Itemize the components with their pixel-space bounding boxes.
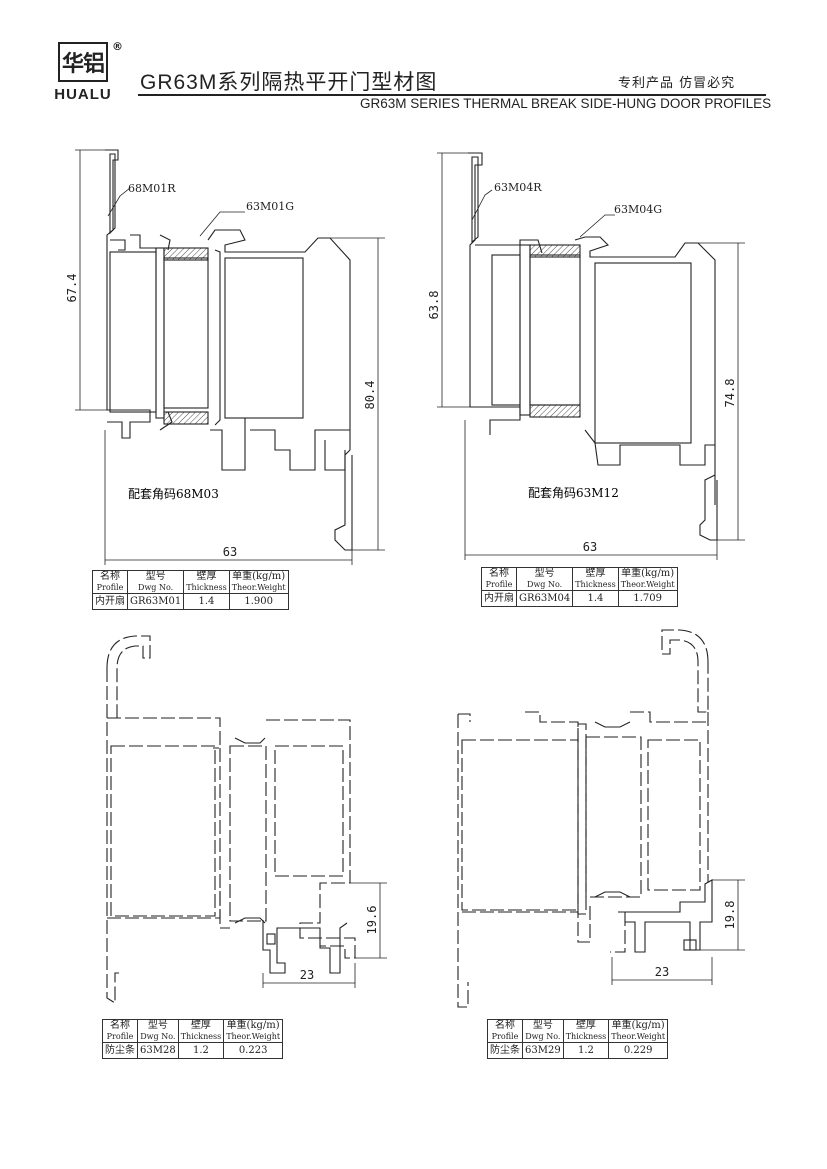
col-name-en: Profile bbox=[491, 1032, 519, 1041]
col-model-en: Dwg No. bbox=[527, 580, 563, 589]
part-label-sash: 63M04R bbox=[494, 181, 542, 194]
col-name: 名称 bbox=[110, 1020, 130, 1031]
col-model-en: Dwg No. bbox=[140, 1032, 176, 1041]
table-row: 防尘条 63M29 1.2 0.229 bbox=[487, 1042, 669, 1059]
cell-weight: 0.229 bbox=[608, 1042, 669, 1059]
col-model-en: Dwg No. bbox=[138, 583, 174, 592]
table-row: 内开扇 GR63M04 1.4 1.709 bbox=[481, 590, 678, 607]
cell-thickness: 1.4 bbox=[183, 593, 230, 610]
part-label-strip: 63M04G bbox=[614, 203, 662, 216]
profile-drawing-gr63m01: 67.4 80.4 63 68M01R 63M01G 配套角码68M03 bbox=[65, 149, 385, 565]
dim-strip-width: 23 bbox=[655, 965, 669, 979]
col-name: 名称 bbox=[100, 571, 120, 582]
patent-notice: 专利产品 仿冒必究 bbox=[618, 76, 736, 91]
col-model-en: Dwg No. bbox=[525, 1032, 561, 1041]
cell-weight: 1.709 bbox=[617, 590, 678, 607]
header-rule bbox=[138, 94, 766, 96]
col-model: 型号 bbox=[145, 571, 166, 582]
cell-thickness: 1.2 bbox=[177, 1042, 225, 1059]
col-name: 名称 bbox=[489, 568, 509, 579]
logo-text: HUALU bbox=[54, 86, 112, 103]
col-model: 型号 bbox=[147, 1020, 168, 1031]
col-thickness-en: Thickness bbox=[575, 580, 616, 589]
cell-weight: 0.223 bbox=[223, 1042, 284, 1059]
registered-mark: ® bbox=[112, 40, 123, 53]
cell-model: 63M28 bbox=[137, 1042, 179, 1059]
col-weight-en: Theor.Weight bbox=[611, 1032, 666, 1041]
col-thickness: 壁厚 bbox=[575, 1020, 596, 1031]
dim-height-right: 80.4 bbox=[363, 381, 377, 410]
page-subtitle: GR63M SERIES THERMAL BREAK SIDE-HUNG DOO… bbox=[360, 96, 772, 111]
col-weight: 单重(kg/m) bbox=[611, 1020, 665, 1031]
dim-strip-height: 19.6 bbox=[365, 906, 379, 935]
table-row: 防尘条 63M28 1.2 0.223 bbox=[102, 1042, 284, 1059]
profile-drawing-gr63m04: 63.8 74.8 63 63M04R 63M04G 配套角码63M12 bbox=[427, 152, 745, 560]
part-label-sash: 68M01R bbox=[128, 182, 176, 195]
dim-width: 63 bbox=[583, 540, 597, 554]
profile-drawing-63m28: 19.6 23 bbox=[106, 635, 387, 1004]
col-weight: 单重(kg/m) bbox=[232, 571, 286, 582]
cell-name: 内开扇 bbox=[481, 590, 517, 607]
col-thickness-en: Thickness bbox=[186, 583, 227, 592]
col-weight-en: Theor.Weight bbox=[231, 583, 286, 592]
cell-name: 内开扇 bbox=[92, 593, 128, 610]
corner-key-caption: 配套角码63M12 bbox=[528, 486, 619, 500]
dim-strip-height: 19.8 bbox=[723, 901, 737, 930]
col-thickness-en: Thickness bbox=[565, 1032, 607, 1041]
corner-key-caption: 配套角码68M03 bbox=[128, 487, 219, 501]
page-title: GR63M系列隔热平开门型材图 bbox=[140, 71, 438, 94]
col-name-en: Profile bbox=[106, 1032, 134, 1041]
cell-name: 防尘条 bbox=[487, 1042, 523, 1059]
dim-height-left: 67.4 bbox=[65, 274, 79, 303]
profile-drawing-63m29: 19.8 23 bbox=[457, 629, 745, 1008]
col-model: 型号 bbox=[532, 1020, 553, 1031]
col-name: 名称 bbox=[495, 1020, 515, 1031]
col-thickness-en: Thickness bbox=[180, 1032, 222, 1041]
col-thickness: 壁厚 bbox=[585, 568, 606, 579]
dim-strip-width: 23 bbox=[300, 968, 314, 982]
table-row: 内开扇 GR63M01 1.4 1.900 bbox=[92, 593, 289, 610]
col-model: 型号 bbox=[534, 568, 555, 579]
col-weight-en: Theor.Weight bbox=[226, 1032, 281, 1041]
cell-model: GR63M01 bbox=[126, 593, 185, 610]
dim-height-right: 74.8 bbox=[723, 379, 737, 408]
col-name-en: Profile bbox=[96, 583, 124, 592]
logo-mark: 华铝 bbox=[58, 42, 108, 82]
cell-name: 防尘条 bbox=[102, 1042, 138, 1059]
cell-thickness: 1.4 bbox=[572, 590, 619, 607]
col-weight: 单重(kg/m) bbox=[621, 568, 675, 579]
dim-height-left: 63.8 bbox=[427, 291, 441, 320]
col-thickness: 壁厚 bbox=[196, 571, 217, 582]
col-weight-en: Theor.Weight bbox=[620, 580, 675, 589]
cell-model: 63M29 bbox=[522, 1042, 564, 1059]
cell-thickness: 1.2 bbox=[562, 1042, 610, 1059]
hualu-logo: 华铝 ® HUALU bbox=[42, 40, 124, 104]
col-thickness: 壁厚 bbox=[190, 1020, 211, 1031]
col-weight: 单重(kg/m) bbox=[226, 1020, 280, 1031]
dim-width: 63 bbox=[223, 545, 237, 559]
part-label-strip: 63M01G bbox=[246, 200, 294, 213]
col-name-en: Profile bbox=[485, 580, 513, 589]
cell-weight: 1.900 bbox=[228, 593, 289, 610]
cell-model: GR63M04 bbox=[515, 590, 574, 607]
